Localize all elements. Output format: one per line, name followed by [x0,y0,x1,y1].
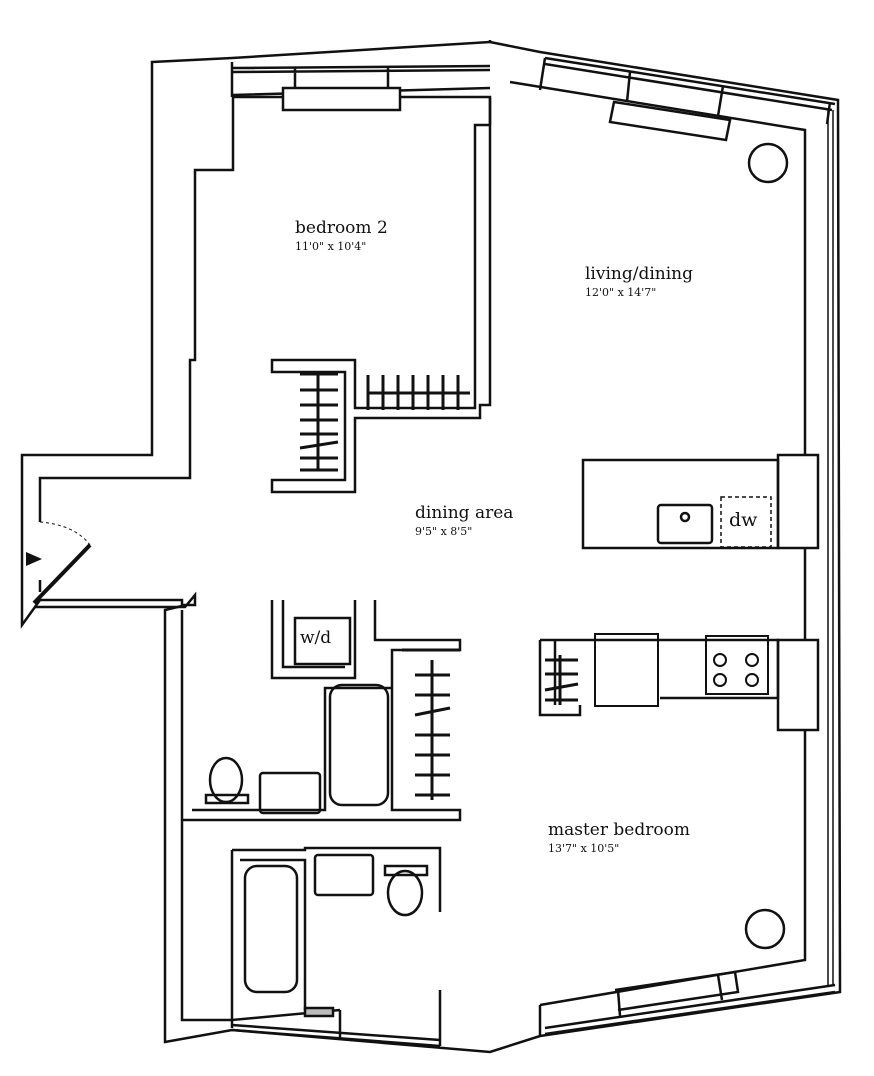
column-top [747,142,789,184]
window-sill-bedroom2 [281,86,402,112]
window-top-right [538,56,836,125]
bathroom-sink [258,771,322,815]
closet-rod-bedroom2 [299,372,470,472]
room-label-living-dining: living/dining 12'0" x 14'7" [585,264,693,299]
radiator [303,1006,335,1018]
room-dimensions: 11'0" x 10'4" [295,240,367,253]
room-label-bedroom-2: bedroom 2 11'0" x 10'4" [295,218,388,253]
column-bottom [744,908,786,950]
stove [705,635,769,695]
master-toilet-tank [383,864,429,877]
faucet-icon [679,511,691,523]
refrigerator [594,633,659,707]
dishwasher [720,496,772,548]
room-label-master-bedroom: master bedroom 13'7" x 10'5" [548,820,690,855]
bedroom2-wall [233,95,492,494]
door-swing [39,521,91,546]
dishwasher-label: dw [729,509,758,531]
kitchen-column [776,453,820,550]
room-dimensions: 13'7" x 10'5" [548,842,620,855]
room-name: living/dining [585,264,694,284]
washer-dryer [293,616,352,666]
kitchen-sink [656,503,714,545]
exterior-wall-inner [34,97,235,1028]
master-sink [313,853,375,897]
window-top-left [230,62,491,97]
room-dimensions: 12'0" x 14'7" [585,286,657,299]
kitchen-column-lower [776,638,820,732]
room-label-dining-area: dining area 9'5" x 8'5" [415,503,513,538]
washer-dryer-label: w/d [300,628,332,648]
window-sill-living [608,100,732,142]
window-right [827,110,834,985]
master-toilet [386,869,424,917]
room-name: bedroom 2 [295,218,388,238]
bathtub [328,683,390,807]
entry-arrow-icon [26,552,42,566]
entry-door [32,543,92,605]
closet-rod-hall [402,648,460,800]
hall-bath-wall [182,600,462,822]
living-wall [488,40,807,1007]
master-bath-wall [230,846,442,1020]
window-bottom-left [231,990,442,1048]
exterior-wall-outer [20,40,842,1054]
room-name: dining area [415,503,514,523]
master-bathtub [243,864,299,994]
closet-rod-kitchen [544,655,579,705]
toilet-tank [204,793,250,805]
room-name: master bedroom [548,820,690,840]
stove-burners [713,653,759,687]
room-dimensions: 9'5" x 8'5" [415,525,473,538]
window-bottom-right [538,970,836,1036]
